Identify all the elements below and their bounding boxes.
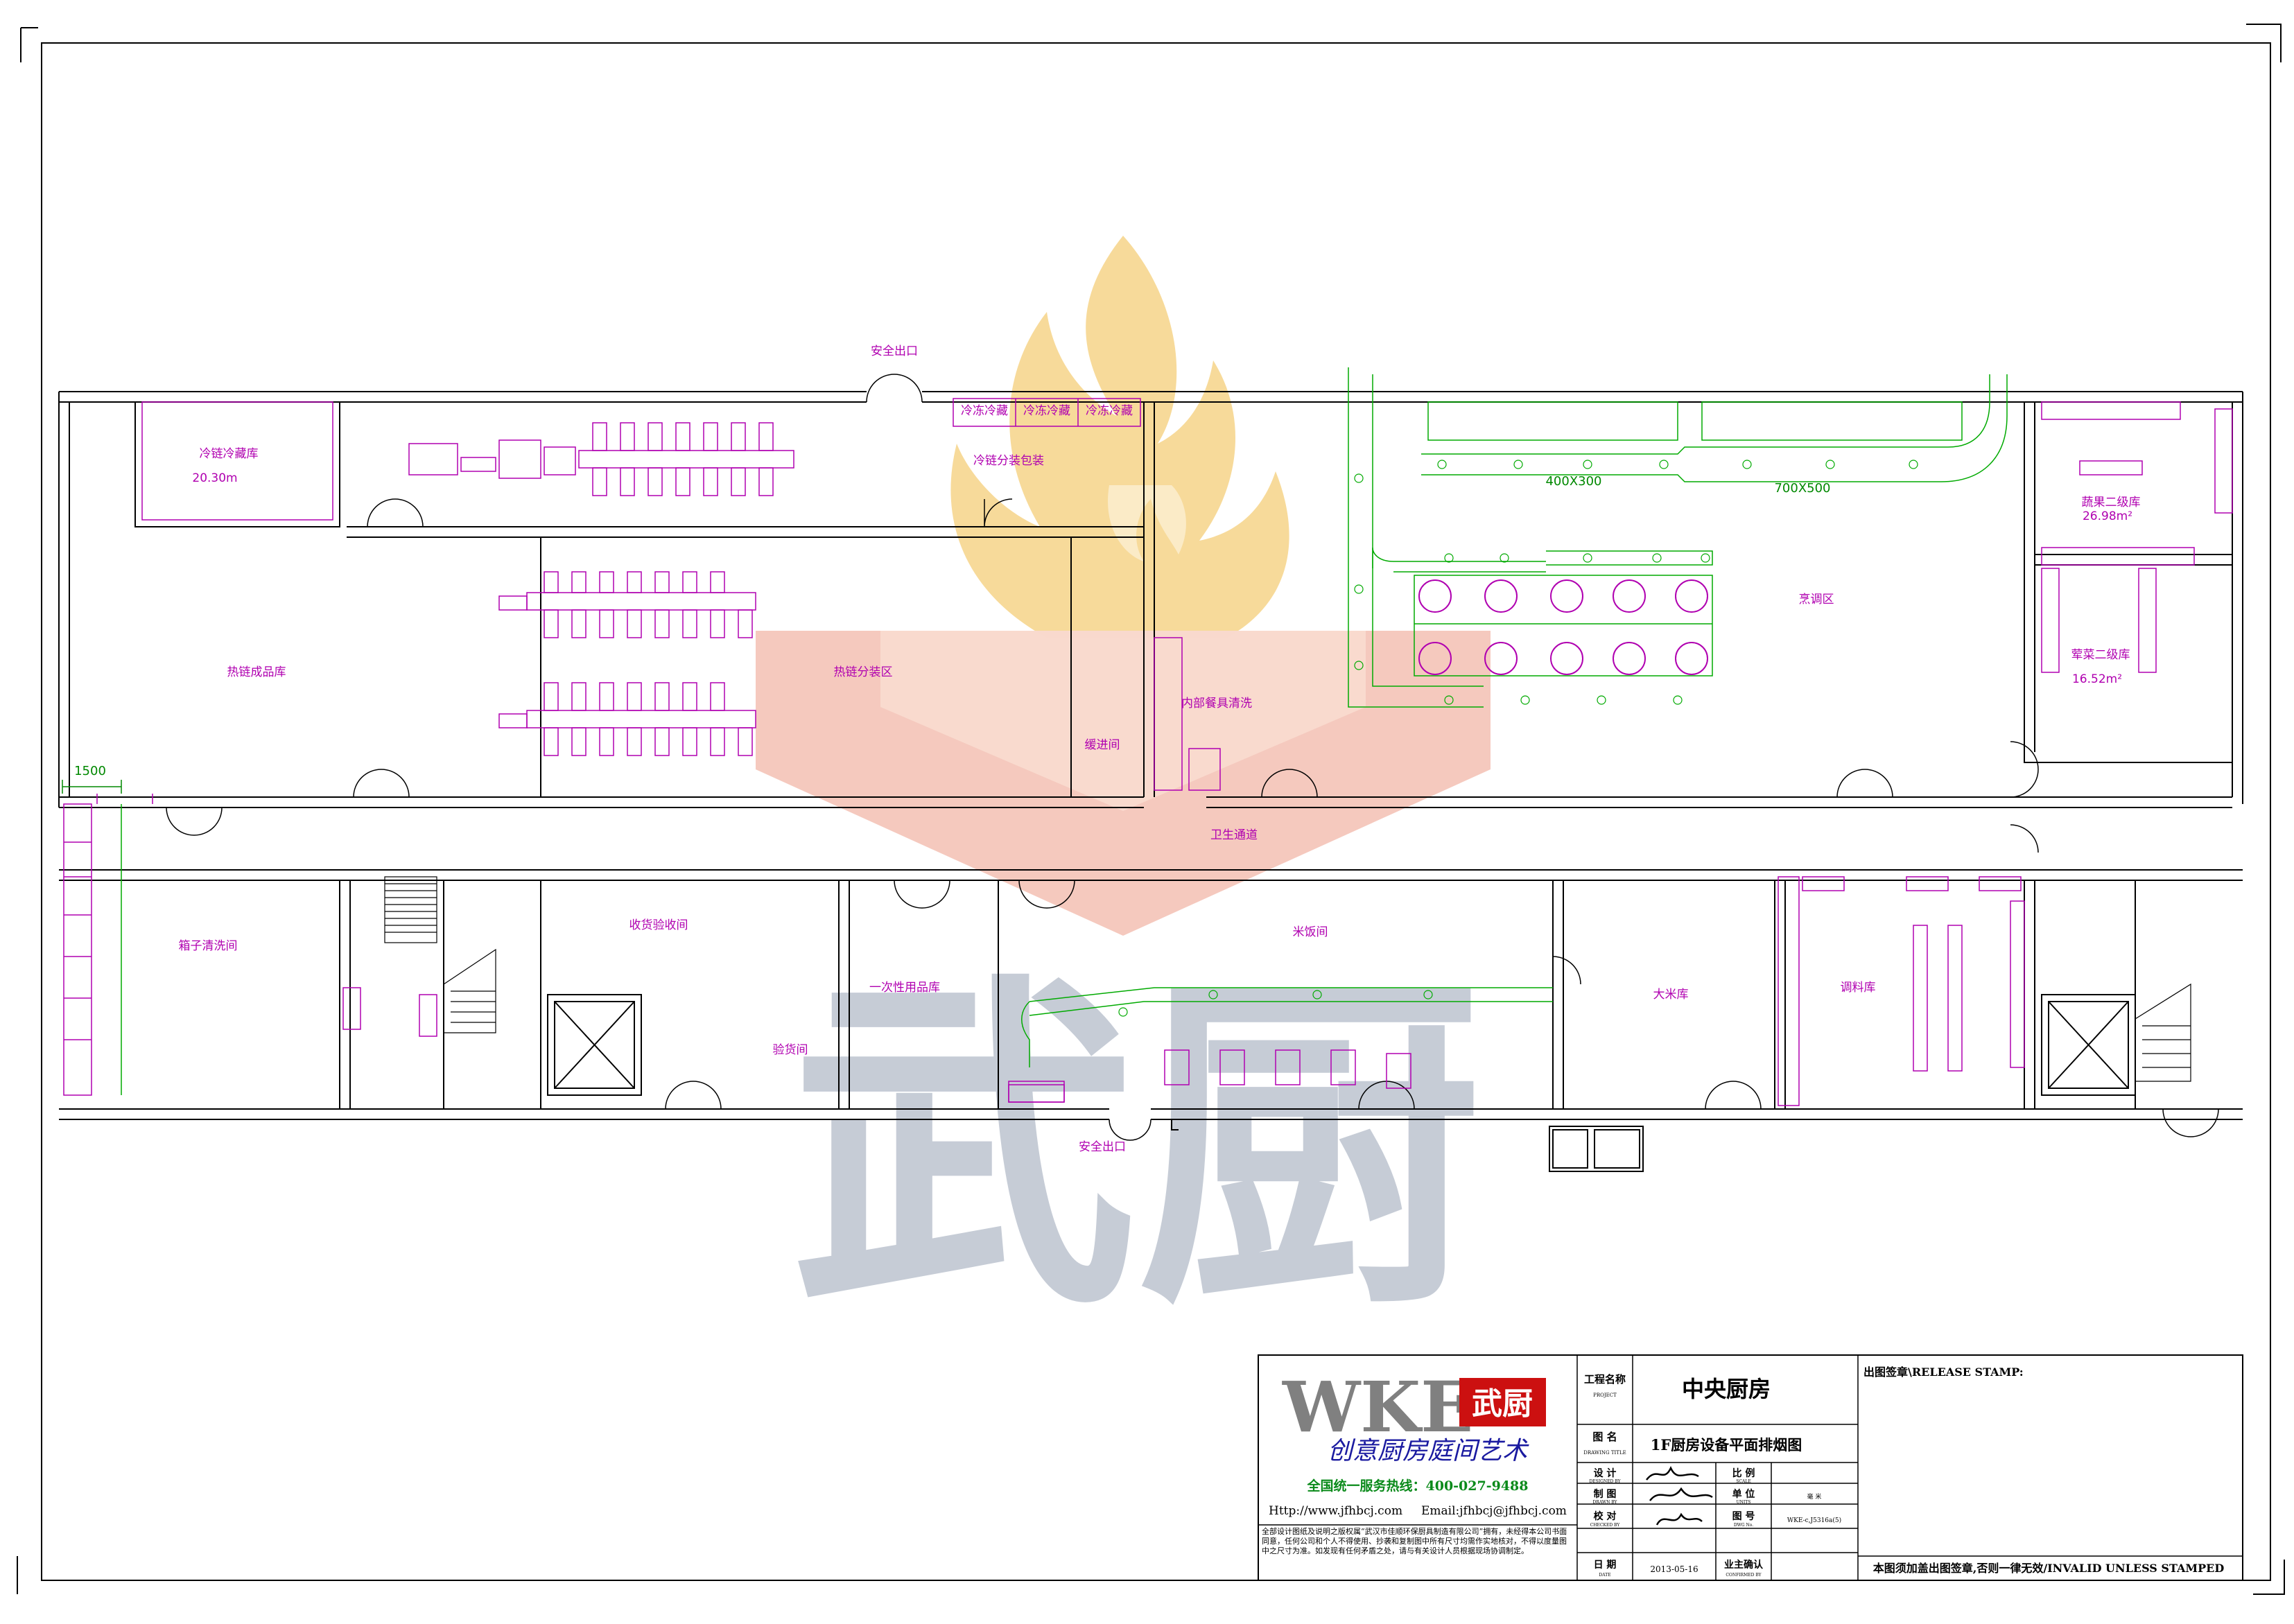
designed-label: 设 计 [1594, 1467, 1617, 1479]
room-hot-chain-packing: 热链分装区 [834, 665, 893, 679]
room-rice: 米饭间 [1293, 925, 1328, 939]
room-box-washing: 箱子清洗间 [179, 939, 238, 953]
freezer-label-2: 冷冻冷藏 [1023, 404, 1070, 418]
room-cooking-area: 烹调区 [1799, 592, 1834, 606]
checked-label-en: CHECKED BY [1590, 1523, 1621, 1528]
project-label: 工程名称 [1584, 1373, 1626, 1386]
project-name: 中央厨房 [1682, 1376, 1771, 1402]
room-cold-storage-area: 20.30m [192, 471, 237, 485]
unit-value: 毫 米 [1807, 1492, 1822, 1501]
drawn-label: 制 图 [1594, 1488, 1617, 1500]
hotline: 全国统一服务热线：400-027-9488 [1307, 1478, 1529, 1494]
drawing-label: 图 名 [1592, 1431, 1617, 1443]
company-logo-cn: 武厨 [1472, 1386, 1533, 1422]
room-rice-storage: 大米库 [1653, 988, 1689, 1002]
room-hygiene-corridor: 卫生通道 [1210, 828, 1258, 842]
drawing-title: 1F厨房设备平面排烟图 [1651, 1436, 1802, 1453]
room-receiving: 收货验收间 [629, 918, 688, 932]
room-container-cleaning: 内部餐具清洗 [1181, 697, 1252, 710]
email: Email:jfhbcj@jfhbcj.com [1421, 1504, 1567, 1518]
logo-badge [1459, 1378, 1546, 1426]
signatures [1646, 1465, 1713, 1526]
room-inspection: 验货间 [773, 1043, 808, 1057]
owner-confirm-en: CONFIRMED BY [1726, 1573, 1762, 1578]
drawing-label-en: DRAWING TITLE [1583, 1450, 1626, 1456]
date-value: 2013-05-16 [1650, 1564, 1698, 1574]
watermark-text: 武厨 [790, 947, 1484, 1350]
room-hot-chain-finished: 热链成品库 [227, 665, 286, 679]
annotations: 安全出口 安全出口 400X300 700X500 1500 冷冻冷藏 冷冻冷藏… [74, 344, 1830, 1154]
unit-label-en: UNITS [1737, 1500, 1751, 1505]
watermark: 武厨 [756, 236, 1491, 1350]
project-label-en: PROJECT [1593, 1392, 1617, 1398]
company-logo: WKE [1282, 1366, 1473, 1448]
drawing-no-label-en: DWG No. [1734, 1523, 1753, 1528]
copyright-notice: 全部设计图纸及说明之版权属“武汉市佳顺环保厨具制造有限公司”拥有，未经得本公司书… [1262, 1527, 1567, 1555]
freezer-label-3: 冷冻冷藏 [1086, 404, 1133, 418]
release-stamp-label: 出图签章\RELEASE STAMP: [1863, 1365, 2024, 1379]
drawing-no-label: 图 号 [1732, 1511, 1755, 1522]
title-block: WKE 武厨 创意厨房庭间艺术 全国统一服务热线：400-027-9488 Ht… [1258, 1354, 2243, 1581]
drawn-label-en: DRAWN BY [1592, 1500, 1617, 1505]
elevators [547, 994, 2136, 1096]
room-buffer: 缓进间 [1085, 738, 1120, 752]
room-meat-storage: 荤菜二级库 [2071, 648, 2130, 662]
room-cold-chain-packing: 冷链分装包装 [973, 454, 1044, 468]
dimension-1500 [62, 780, 122, 794]
scale-label: 比 例 [1732, 1467, 1755, 1479]
checked-label: 校 对 [1594, 1510, 1617, 1522]
room-labels: 冷链冷藏库 20.30m 冷链分装包装 热链成品库 热链分装区 内部餐具清洗 缓… [179, 447, 2141, 1057]
date-label: 日 期 [1594, 1560, 1617, 1571]
exhaust-ducts [121, 367, 2008, 1095]
scale-label-en: SCALE [1736, 1479, 1750, 1484]
room-disposable-goods: 一次性用品库 [869, 981, 940, 995]
designed-label-en: DESIGNED BY [1589, 1479, 1621, 1484]
kitchen-equipment [63, 398, 2233, 1106]
room-meat-storage-area: 16.52m² [2072, 672, 2122, 686]
room-dry-storage: 蔬果二级库 [2082, 496, 2141, 509]
dimension-label-1500: 1500 [74, 764, 106, 778]
slogan: 创意厨房庭间艺术 [1328, 1437, 1529, 1465]
sheet-frame [17, 24, 2285, 1595]
duct-size-large: 700X500 [1774, 481, 1830, 496]
exit-label-bottom: 安全出口 [1079, 1140, 1126, 1154]
owner-confirm: 业主确认 [1724, 1559, 1764, 1571]
unit-label: 单 位 [1732, 1488, 1755, 1500]
steam-kettles [1418, 579, 1708, 675]
room-seasoning-storage: 调料库 [1841, 981, 1876, 995]
date-label-en: DATE [1599, 1573, 1610, 1578]
drawing-no: WKE-c,J5316a(5) [1787, 1517, 1841, 1524]
freezer-label-1: 冷冻冷藏 [961, 404, 1008, 418]
doors [166, 374, 2219, 1141]
website: Http://www.jfhbcj.com [1269, 1504, 1402, 1518]
duct-size-small: 400X300 [1545, 474, 1601, 489]
flame-icon [950, 236, 1289, 638]
exit-label-top: 安全出口 [871, 344, 918, 358]
invalid-notice: 本图须加盖出图签章,否则一律无效/INVALID UNLESS STAMPED [1873, 1562, 2225, 1575]
duct-nodes [1118, 460, 1918, 1017]
room-cold-storage: 冷链冷藏库 [200, 447, 259, 461]
room-dry-storage-area: 26.98m² [2083, 509, 2132, 523]
